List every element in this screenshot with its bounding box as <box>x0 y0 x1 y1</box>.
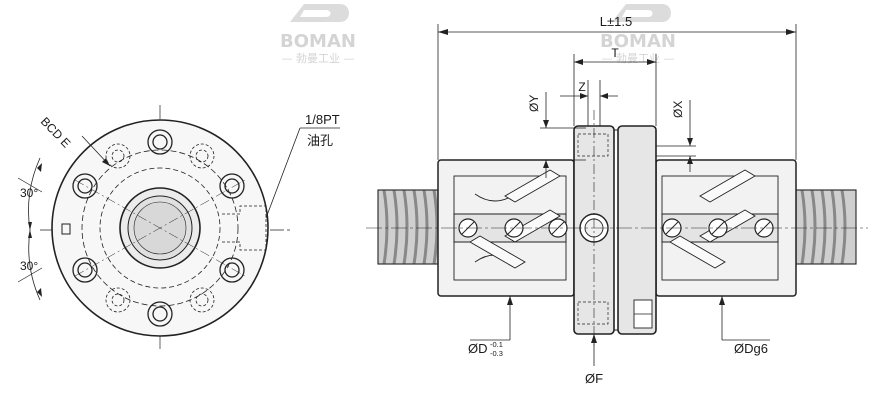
hidden-bolt-hole <box>105 143 215 313</box>
y-dimension <box>540 92 586 178</box>
watermark-left: BOMAN — 勃曼工业 — <box>280 4 356 65</box>
dg-leader <box>719 296 770 341</box>
f-leader <box>591 334 597 366</box>
dg-label: ØDg6 <box>734 341 768 356</box>
watermark-brand: BOMAN <box>280 31 356 52</box>
bcd-circle <box>81 149 239 307</box>
oil-hole-thread-label: 1/8PT <box>305 112 340 127</box>
bolt-hole <box>147 129 173 155</box>
angle-bottom-label: 30° <box>20 259 38 273</box>
bolt-hole <box>147 301 173 327</box>
x-label: ØX <box>671 101 685 118</box>
oil-hole-label: 油孔 <box>307 134 333 149</box>
bolt-hole <box>219 257 245 283</box>
t-label: T <box>611 46 619 60</box>
boman-logo-icon <box>612 4 671 22</box>
length-label: L±1.5 <box>600 14 632 29</box>
d-tolerance-lower: -0.3 <box>490 349 503 358</box>
bcd-label: BCD E <box>38 114 74 150</box>
boman-logo-icon <box>290 4 349 22</box>
d-tolerance-upper: -0.1 <box>490 340 503 349</box>
z-dimension <box>560 80 618 126</box>
z-label: Z <box>578 80 585 94</box>
key-notch <box>61 223 71 235</box>
bolt-hole <box>219 173 245 199</box>
watermark-subtitle: — 勃曼工业 — <box>282 52 355 65</box>
watermark-brand: BOMAN <box>600 31 676 52</box>
flange-end-view <box>17 105 340 350</box>
center-flange <box>573 125 657 335</box>
y-label: ØY <box>527 95 541 112</box>
screw-thread-right <box>795 189 857 265</box>
f-label: ØF <box>585 371 603 386</box>
x-dimension <box>656 100 696 172</box>
t-dimension <box>573 54 657 126</box>
d-leader <box>470 296 513 341</box>
bolt-hole <box>72 257 98 283</box>
angle-top-label: 30° <box>20 186 38 200</box>
length-dimension <box>437 24 797 160</box>
ball-nut-side-view <box>366 24 868 366</box>
d-label: ØD <box>468 341 488 356</box>
bolt-hole <box>72 173 98 199</box>
screw-thread-left <box>377 189 439 265</box>
